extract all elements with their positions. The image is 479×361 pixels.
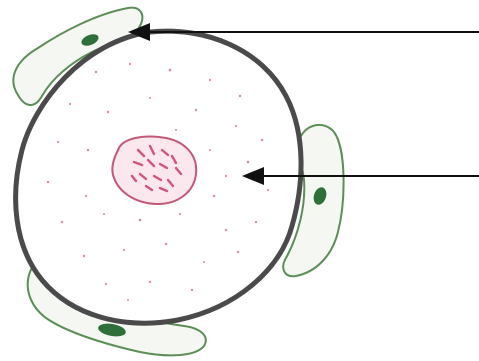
- nucleus-outline: [112, 137, 196, 205]
- nucleus: [112, 137, 196, 205]
